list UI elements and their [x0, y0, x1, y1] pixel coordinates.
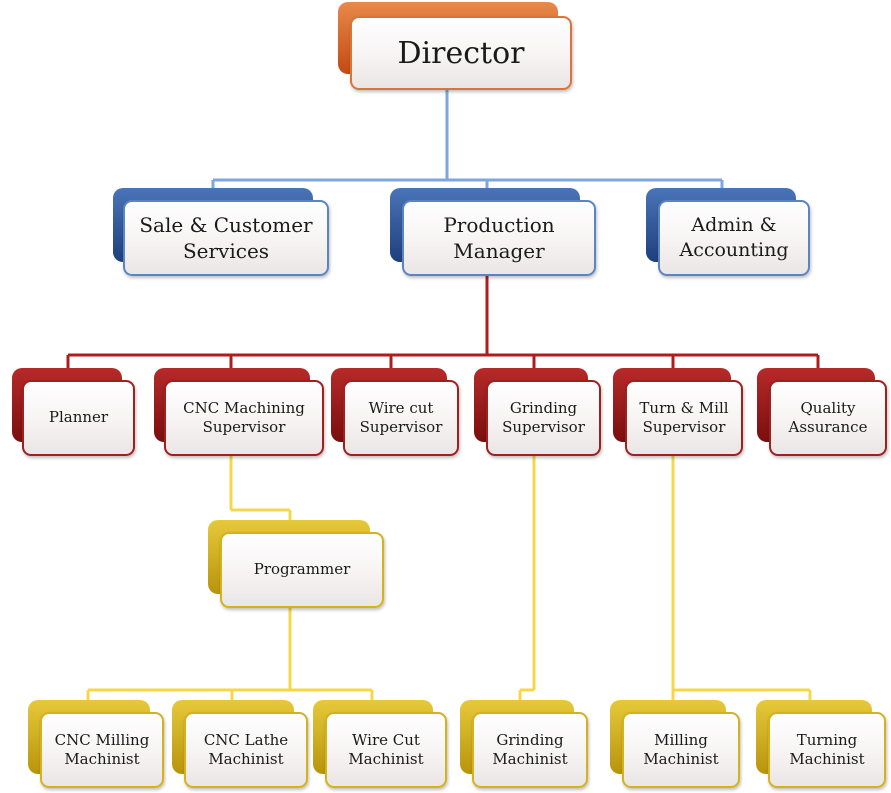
node-wirecut-machinist: Wire Cut Machinist — [313, 700, 447, 788]
connector-grinding-branch — [518, 453, 536, 702]
node-cnc-supervisor-label: CNC Machining Supervisor — [183, 398, 305, 437]
node-quality: Quality Assurance — [757, 368, 887, 456]
connector-cnc-branch — [86, 453, 374, 702]
node-admin-label: Admin & Accounting — [679, 214, 789, 261]
node-cnc-milling: CNC Milling Machinist — [28, 700, 164, 788]
node-grinding-supervisor: Grinding Supervisor — [474, 368, 601, 456]
node-cnc-lathe: CNC Lathe Machinist — [172, 700, 308, 788]
node-programmer-label: Programmer — [253, 560, 351, 579]
node-milling-machinist: Milling Machinist — [610, 700, 740, 788]
node-turning-machinist: Turning Machinist — [756, 700, 886, 788]
node-quality-label: Quality Assurance — [788, 398, 868, 437]
node-turning-machinist-label: Turning Machinist — [789, 730, 865, 769]
node-grinding-machinist-label: Grinding Machinist — [492, 730, 568, 769]
node-programmer: Programmer — [208, 520, 384, 608]
node-sales-label: Sale & Customer Services — [139, 213, 313, 263]
node-planner-label: Planner — [48, 408, 109, 427]
node-production-label: Production Manager — [443, 213, 555, 263]
node-grinding-supervisor-label: Grinding Supervisor — [502, 398, 585, 437]
node-wirecut-machinist-label: Wire Cut Machinist — [348, 730, 424, 769]
node-planner: Planner — [12, 368, 135, 456]
node-wirecut-supervisor-label: Wire cut Supervisor — [359, 398, 443, 437]
node-cnc-supervisor: CNC Machining Supervisor — [154, 368, 324, 456]
node-cnc-lathe-label: CNC Lathe Machinist — [203, 730, 289, 769]
node-director-label: Director — [397, 35, 525, 71]
node-turnmill-supervisor-label: Turn & Mill Supervisor — [639, 398, 729, 437]
node-admin: Admin & Accounting — [646, 188, 810, 276]
node-wirecut-supervisor: Wire cut Supervisor — [331, 368, 459, 456]
node-milling-machinist-label: Milling Machinist — [643, 730, 719, 769]
node-production: Production Manager — [390, 188, 596, 276]
connector-director-to-managers — [211, 88, 724, 192]
node-turnmill-supervisor: Turn & Mill Supervisor — [613, 368, 743, 456]
node-sales: Sale & Customer Services — [113, 188, 329, 276]
node-director: Director — [338, 2, 574, 90]
connector-production-to-supervisors — [66, 272, 820, 370]
node-cnc-milling-label: CNC Milling Machinist — [54, 730, 150, 769]
node-grinding-machinist: Grinding Machinist — [460, 700, 588, 788]
connector-turnmill-branch — [671, 453, 812, 702]
